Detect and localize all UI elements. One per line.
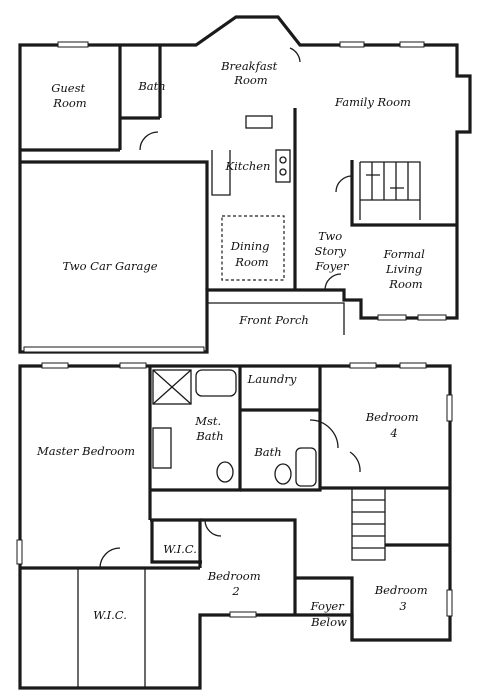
breakfast-room-label: Breakfast Room	[220, 59, 281, 87]
formal-living-room-label: Formal Living Room	[383, 247, 429, 291]
hall-tub	[295, 447, 317, 487]
bedroom-3-label: Bedroom 3	[374, 583, 432, 613]
guest-room-label: Guest Room	[51, 81, 89, 110]
bedroom-2-walls	[200, 518, 297, 615]
second-floor-plan	[16, 362, 453, 690]
master-toilet	[216, 461, 234, 483]
bedroom-2-label: Bedroom 2	[207, 569, 265, 598]
kitchen-range	[275, 149, 291, 183]
master-tub	[195, 369, 237, 397]
foyer-below-walls	[295, 576, 354, 640]
foyer-walls	[350, 160, 457, 227]
large-closet-shelves	[77, 568, 146, 688]
second-floor-bath-label: Bath	[253, 445, 281, 459]
dining-room-label: Dining Room	[230, 239, 273, 269]
garage-wall	[20, 160, 209, 290]
small-closet-walls	[150, 520, 202, 564]
guest-bath-walls	[120, 45, 162, 120]
dining-room-outline	[221, 215, 285, 281]
kitchen-counter	[211, 150, 231, 196]
laundry-label: Laundry	[247, 372, 297, 386]
foyer-below-label: Foyer Below	[310, 599, 348, 629]
small-wic-label: W.I.C.	[163, 542, 197, 556]
master-bedroom-label: Master Bedroom	[36, 444, 135, 458]
kitchen-sink	[245, 115, 273, 129]
guest-room-walls	[20, 45, 122, 152]
second-floor-stairs	[351, 488, 386, 561]
large-wic-label: W.I.C.	[93, 608, 127, 622]
hall-toilet	[274, 463, 292, 485]
two-car-garage-label: Two Car Garage	[62, 259, 157, 273]
garage-door	[23, 346, 205, 353]
two-story-foyer-label: Two Story Foyer	[314, 229, 350, 273]
first-floor-plan	[18, 15, 472, 354]
kitchen-label: Kitchen	[225, 159, 271, 173]
family-room-label: Family Room	[334, 95, 411, 109]
master-vanity	[152, 427, 172, 469]
master-bath-label: Mst. Bath	[194, 414, 225, 443]
bedroom-4-label: Bedroom 4	[365, 410, 423, 440]
front-porch-label: Front Porch	[238, 313, 309, 327]
front-porch-outline	[207, 302, 345, 335]
first-floor-stairs	[359, 161, 421, 220]
first-floor-bath-label: Bath	[137, 79, 165, 93]
hall-bath-walls	[240, 410, 322, 492]
